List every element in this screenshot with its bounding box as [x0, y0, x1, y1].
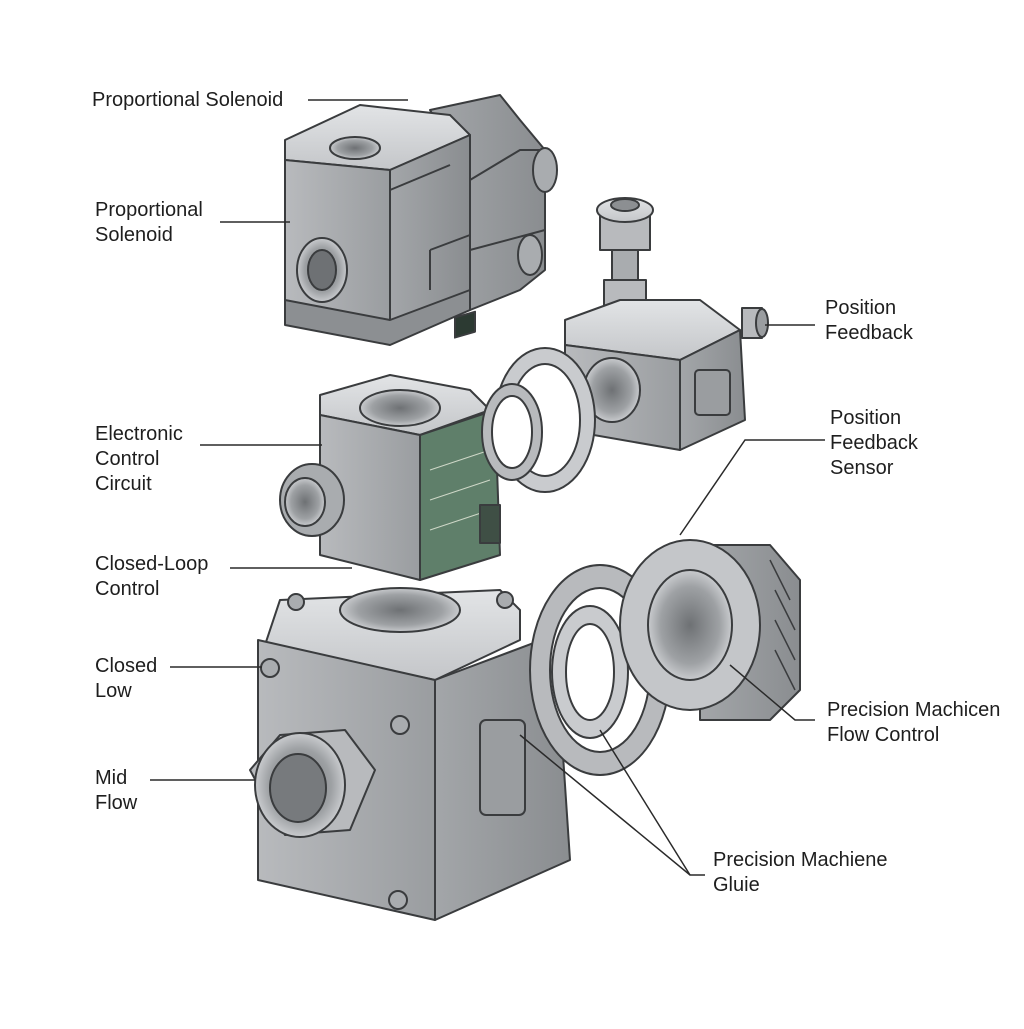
label-closed-low: Closed Low — [95, 654, 157, 704]
leader-precision-glue-2 — [599, 729, 691, 876]
label-line: Solenoid — [95, 224, 173, 246]
label-line: Position — [825, 297, 897, 319]
label-line: Gluie — [713, 874, 760, 896]
main-valve-body — [249, 587, 571, 921]
label-precision-flow-control: Precision Machicen Flow Control — [827, 698, 1000, 748]
label-position-feedback-sensor: Position Feedback Sensor — [830, 406, 918, 481]
flange-rings — [529, 539, 801, 776]
label-line: Flow — [95, 792, 138, 814]
label-closed-loop-control: Closed-Loop Control — [95, 552, 208, 602]
label-line: Proportional Solenoid — [92, 89, 284, 111]
leader-lines — [150, 99, 825, 876]
label-line: Feedback — [825, 322, 913, 344]
label-line: Low — [95, 680, 132, 702]
label-line: Proportional — [95, 199, 203, 221]
label-line: Closed-Loop — [95, 553, 209, 575]
label-line: Sensor — [830, 457, 894, 479]
label-line: Circuit — [95, 473, 152, 495]
label-line: Mid — [95, 767, 128, 789]
label-proportional-solenoid-side: Proportional Solenoid — [95, 198, 203, 248]
label-line: Closed — [95, 655, 158, 677]
label-line: Flow Control — [827, 724, 940, 746]
proportional-solenoid-block — [284, 94, 558, 346]
leader-precision-flow-control — [729, 664, 815, 721]
label-precision-glue: Precision Machiene Gluie — [713, 848, 888, 898]
seal-rings — [481, 347, 596, 493]
electronic-control-circuit-block — [279, 310, 501, 581]
label-position-feedback: Position Feedback — [825, 296, 913, 346]
leader-position-feedback-sensor — [679, 439, 825, 536]
label-electronic-control-circuit: Electronic Control Circuit — [95, 422, 183, 497]
label-mid-flow: Mid Flow — [95, 766, 137, 816]
label-line: Control — [95, 448, 160, 470]
label-proportional-solenoid-top: Proportional Solenoid — [92, 88, 283, 113]
label-line: Position — [830, 407, 902, 429]
label-line: Precision Machicen — [827, 699, 1001, 721]
label-line: Electronic — [95, 423, 183, 445]
label-line: Control — [95, 578, 160, 600]
label-line: Feedback — [830, 432, 918, 454]
label-line: Precision Machiene — [713, 849, 888, 871]
